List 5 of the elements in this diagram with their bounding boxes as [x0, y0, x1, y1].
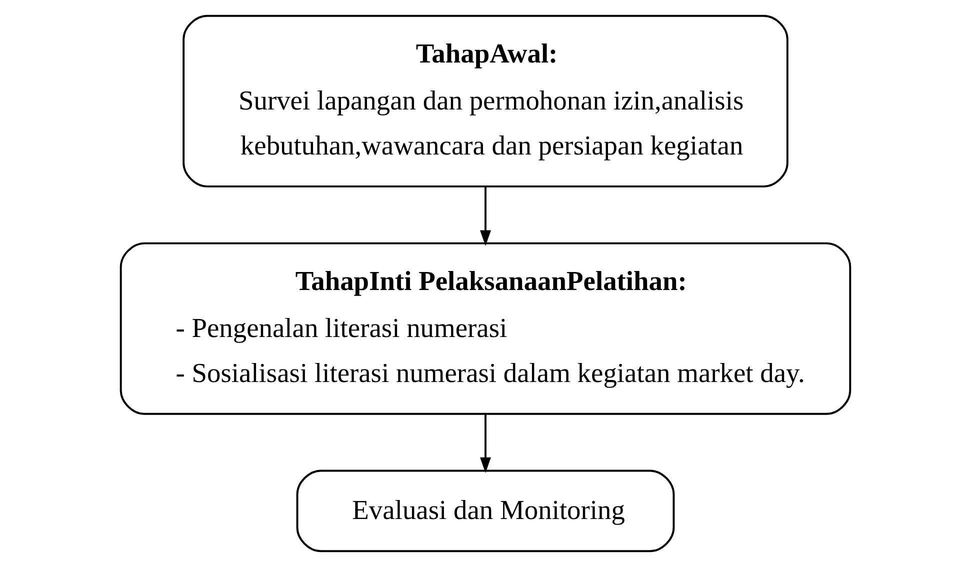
arrow: [480, 186, 491, 246]
arrow: [480, 414, 491, 474]
node-box: TahapAwal: Survei lapangan dan permohonan izin,analisis kebutuhan,wawancara dan persiapan kegiatan: [182, 14, 788, 188]
node-box: TahapInti PelaksanaanPelatihan: - Pengenalan literasi numerasi - Sosialisasi literasi numerasi dalam kegiatan market day.: [120, 242, 852, 415]
node-box: Evaluasi dan Monitoring: [296, 470, 675, 552]
